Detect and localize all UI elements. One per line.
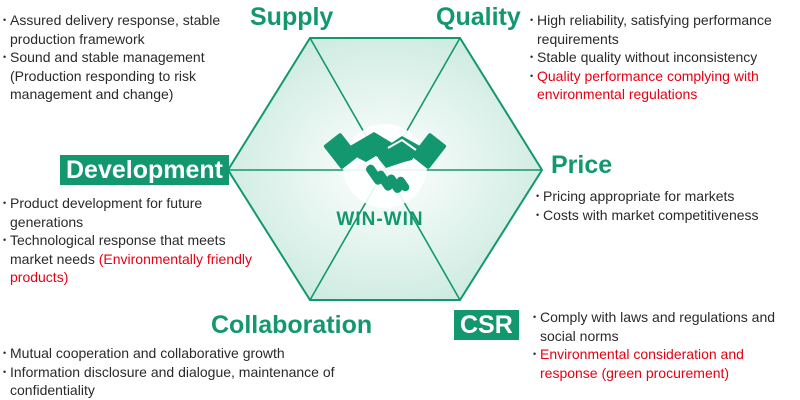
point-text: Information disclosure and dialogue, mai… <box>10 363 335 399</box>
heading-price: Price <box>551 151 613 179</box>
point-text: Costs with market competitiveness <box>543 206 759 223</box>
development-points: Product development for future generatio… <box>3 194 253 287</box>
price-points: Pricing appropriate for marketsCosts wit… <box>536 187 798 224</box>
handshake-icon <box>323 124 447 208</box>
list-item: Costs with market competitiveness <box>536 206 798 225</box>
point-text: Stable quality without inconsistency <box>537 49 758 65</box>
point-text: Pricing appropriate for markets <box>543 188 735 204</box>
list-item: Sound and stable management (Production … <box>3 48 248 104</box>
list-item: Assured delivery response, stable produc… <box>3 11 248 48</box>
quality-points: High reliability, satisfying performance… <box>530 11 798 104</box>
list-item: Environmental consideration and response… <box>533 345 795 382</box>
list-item: Technological response that meets market… <box>3 231 253 287</box>
heading-csr: CSR <box>454 310 519 340</box>
list-item: Quality performance complying with envir… <box>530 67 798 104</box>
point-text: Product development for future generatio… <box>10 195 203 230</box>
list-item: High reliability, satisfying performance… <box>530 11 798 48</box>
highlight-text: Environmental consideration and response… <box>540 346 744 381</box>
list-item: Comply with laws and regulations and soc… <box>533 308 795 345</box>
win-win-label: WIN-WIN <box>336 209 424 230</box>
highlight-text: (Environmentally friendly products) <box>10 250 253 286</box>
heading-supply: Supply <box>250 3 334 31</box>
point-text: Comply with laws and regulations and soc… <box>540 309 776 344</box>
list-item: Information disclosure and dialogue, mai… <box>3 363 363 400</box>
supply-points: Assured delivery response, stable produc… <box>3 11 248 104</box>
highlight-text: Quality performance complying with envir… <box>537 67 759 103</box>
list-item: Product development for future generatio… <box>3 194 253 231</box>
heading-development: Development <box>60 155 229 185</box>
point-text: Technological response that meets market… <box>10 232 226 267</box>
list-item: Stable quality without inconsistency <box>530 48 798 67</box>
point-text: Sound and stable management (Production … <box>10 49 205 102</box>
point-text: Mutual cooperation and collaborative gro… <box>10 345 285 361</box>
point-text: High reliability, satisfying performance… <box>537 12 772 47</box>
list-item: Mutual cooperation and collaborative gro… <box>3 344 363 363</box>
heading-quality: Quality <box>436 3 521 31</box>
list-item: Pricing appropriate for markets <box>536 187 798 206</box>
collaboration-points: Mutual cooperation and collaborative gro… <box>3 344 363 400</box>
csr-points: Comply with laws and regulations and soc… <box>533 308 795 382</box>
heading-collaboration: Collaboration <box>211 311 373 339</box>
point-text: Assured delivery response, stable produc… <box>10 12 221 47</box>
